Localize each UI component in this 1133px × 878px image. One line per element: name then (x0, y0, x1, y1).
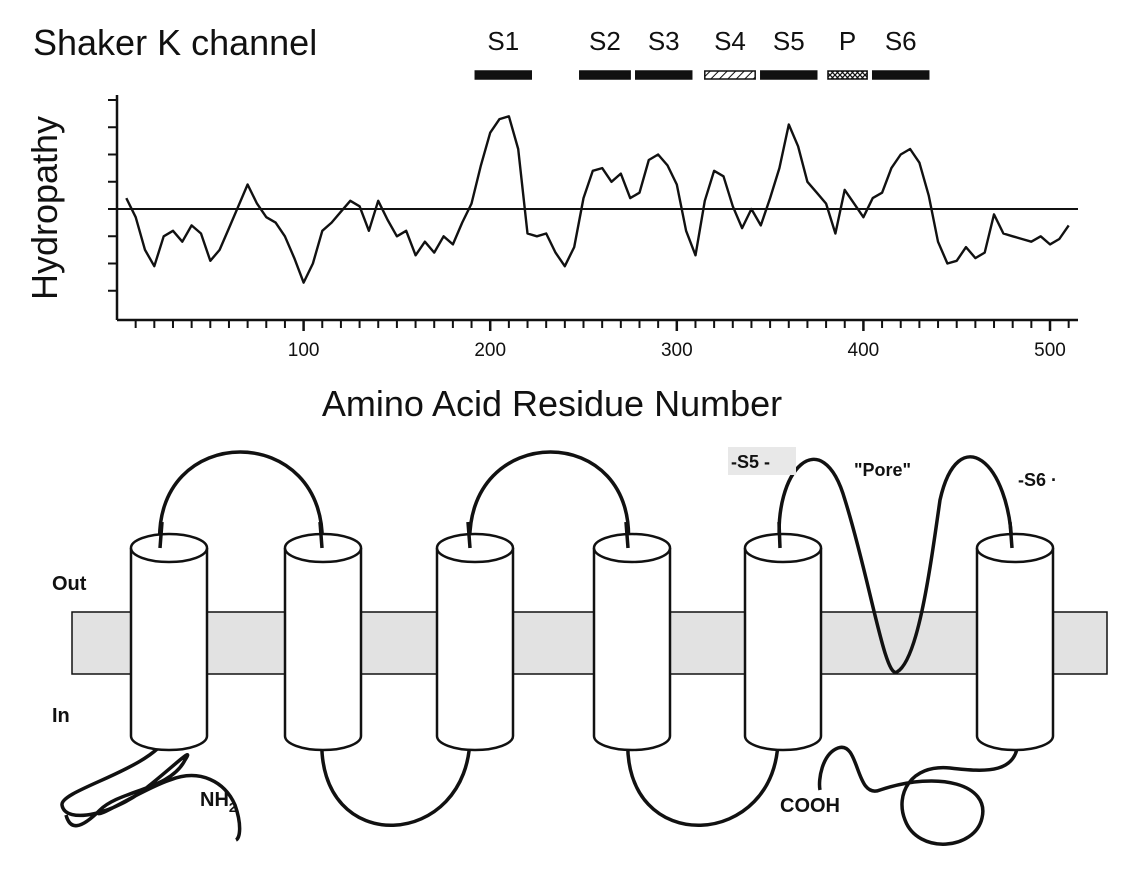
loop-top-ends (158, 521, 1014, 549)
x-ticks (134, 320, 1070, 331)
hydropathy-plot: Shaker K channel S1 S2 S3 S4 S5 P S6 100 200 300… (24, 22, 1078, 424)
x-tick-label: 100 (288, 340, 320, 361)
label-in: In (52, 705, 70, 727)
helix-s4 (592, 532, 672, 752)
hydropathy-series-line (125, 115, 1070, 284)
segment-bars: S1 S2 S3 S4 S5 P S6 (474, 26, 930, 80)
c-terminus-chain (817, 735, 1020, 846)
segment-label-s6: S6 (885, 26, 917, 56)
label-s6: -S6 · (1018, 470, 1057, 490)
segment-label-s5: S5 (773, 26, 805, 56)
helix-s3 (435, 532, 515, 752)
chart-title: Shaker K channel (33, 22, 317, 63)
helix-s6 (975, 532, 1055, 752)
label-out: Out (52, 573, 87, 595)
segment-bar-s3 (635, 70, 693, 80)
x-tick-label: 300 (661, 340, 693, 361)
s5-label-highlight (728, 447, 796, 475)
segment-label-p: P (839, 26, 856, 56)
label-nh2: NH2 (200, 789, 236, 815)
label-s5: -S5 - (731, 452, 770, 472)
loop-s1-s2 (158, 450, 324, 549)
x-tick-label: 200 (474, 340, 506, 361)
helix-s5 (743, 532, 823, 752)
x-tick-labels: 100 200 300 400 500 (288, 340, 1066, 361)
segment-bar-s1 (474, 70, 533, 80)
x-tick-label: 400 (848, 340, 880, 361)
segment-bar-s4 (704, 70, 756, 80)
x-tick-label: 500 (1034, 340, 1066, 361)
membrane-bilayer (71, 611, 1108, 675)
y-axis-label: Hydropathy (24, 116, 65, 300)
loop-s4-s5 (626, 735, 780, 827)
pore-loop (777, 455, 1014, 674)
loop-s3-s4 (468, 450, 631, 549)
segment-label-s1: S1 (487, 26, 519, 56)
segment-bar-s5 (760, 70, 818, 80)
segment-bar-s2 (579, 70, 631, 80)
segment-bar-s6 (871, 70, 930, 80)
helix-s2 (283, 532, 363, 752)
segment-bar-p (827, 70, 868, 80)
x-axis-label: Amino Acid Residue Number (322, 383, 782, 424)
segment-label-s2: S2 (589, 26, 621, 56)
segment-label-s4: S4 (714, 26, 746, 56)
topology-diagram: Out In -S5 - "Pore" -S6 · NH2 COOH (52, 447, 1108, 846)
loop-s2-s3 (320, 735, 472, 827)
segment-label-s3: S3 (648, 26, 680, 56)
label-pore: "Pore" (854, 460, 911, 480)
y-ticks (108, 99, 117, 292)
label-cooh: COOH (780, 795, 840, 817)
n-terminus-chain (60, 735, 242, 842)
helix-s1 (129, 532, 209, 752)
